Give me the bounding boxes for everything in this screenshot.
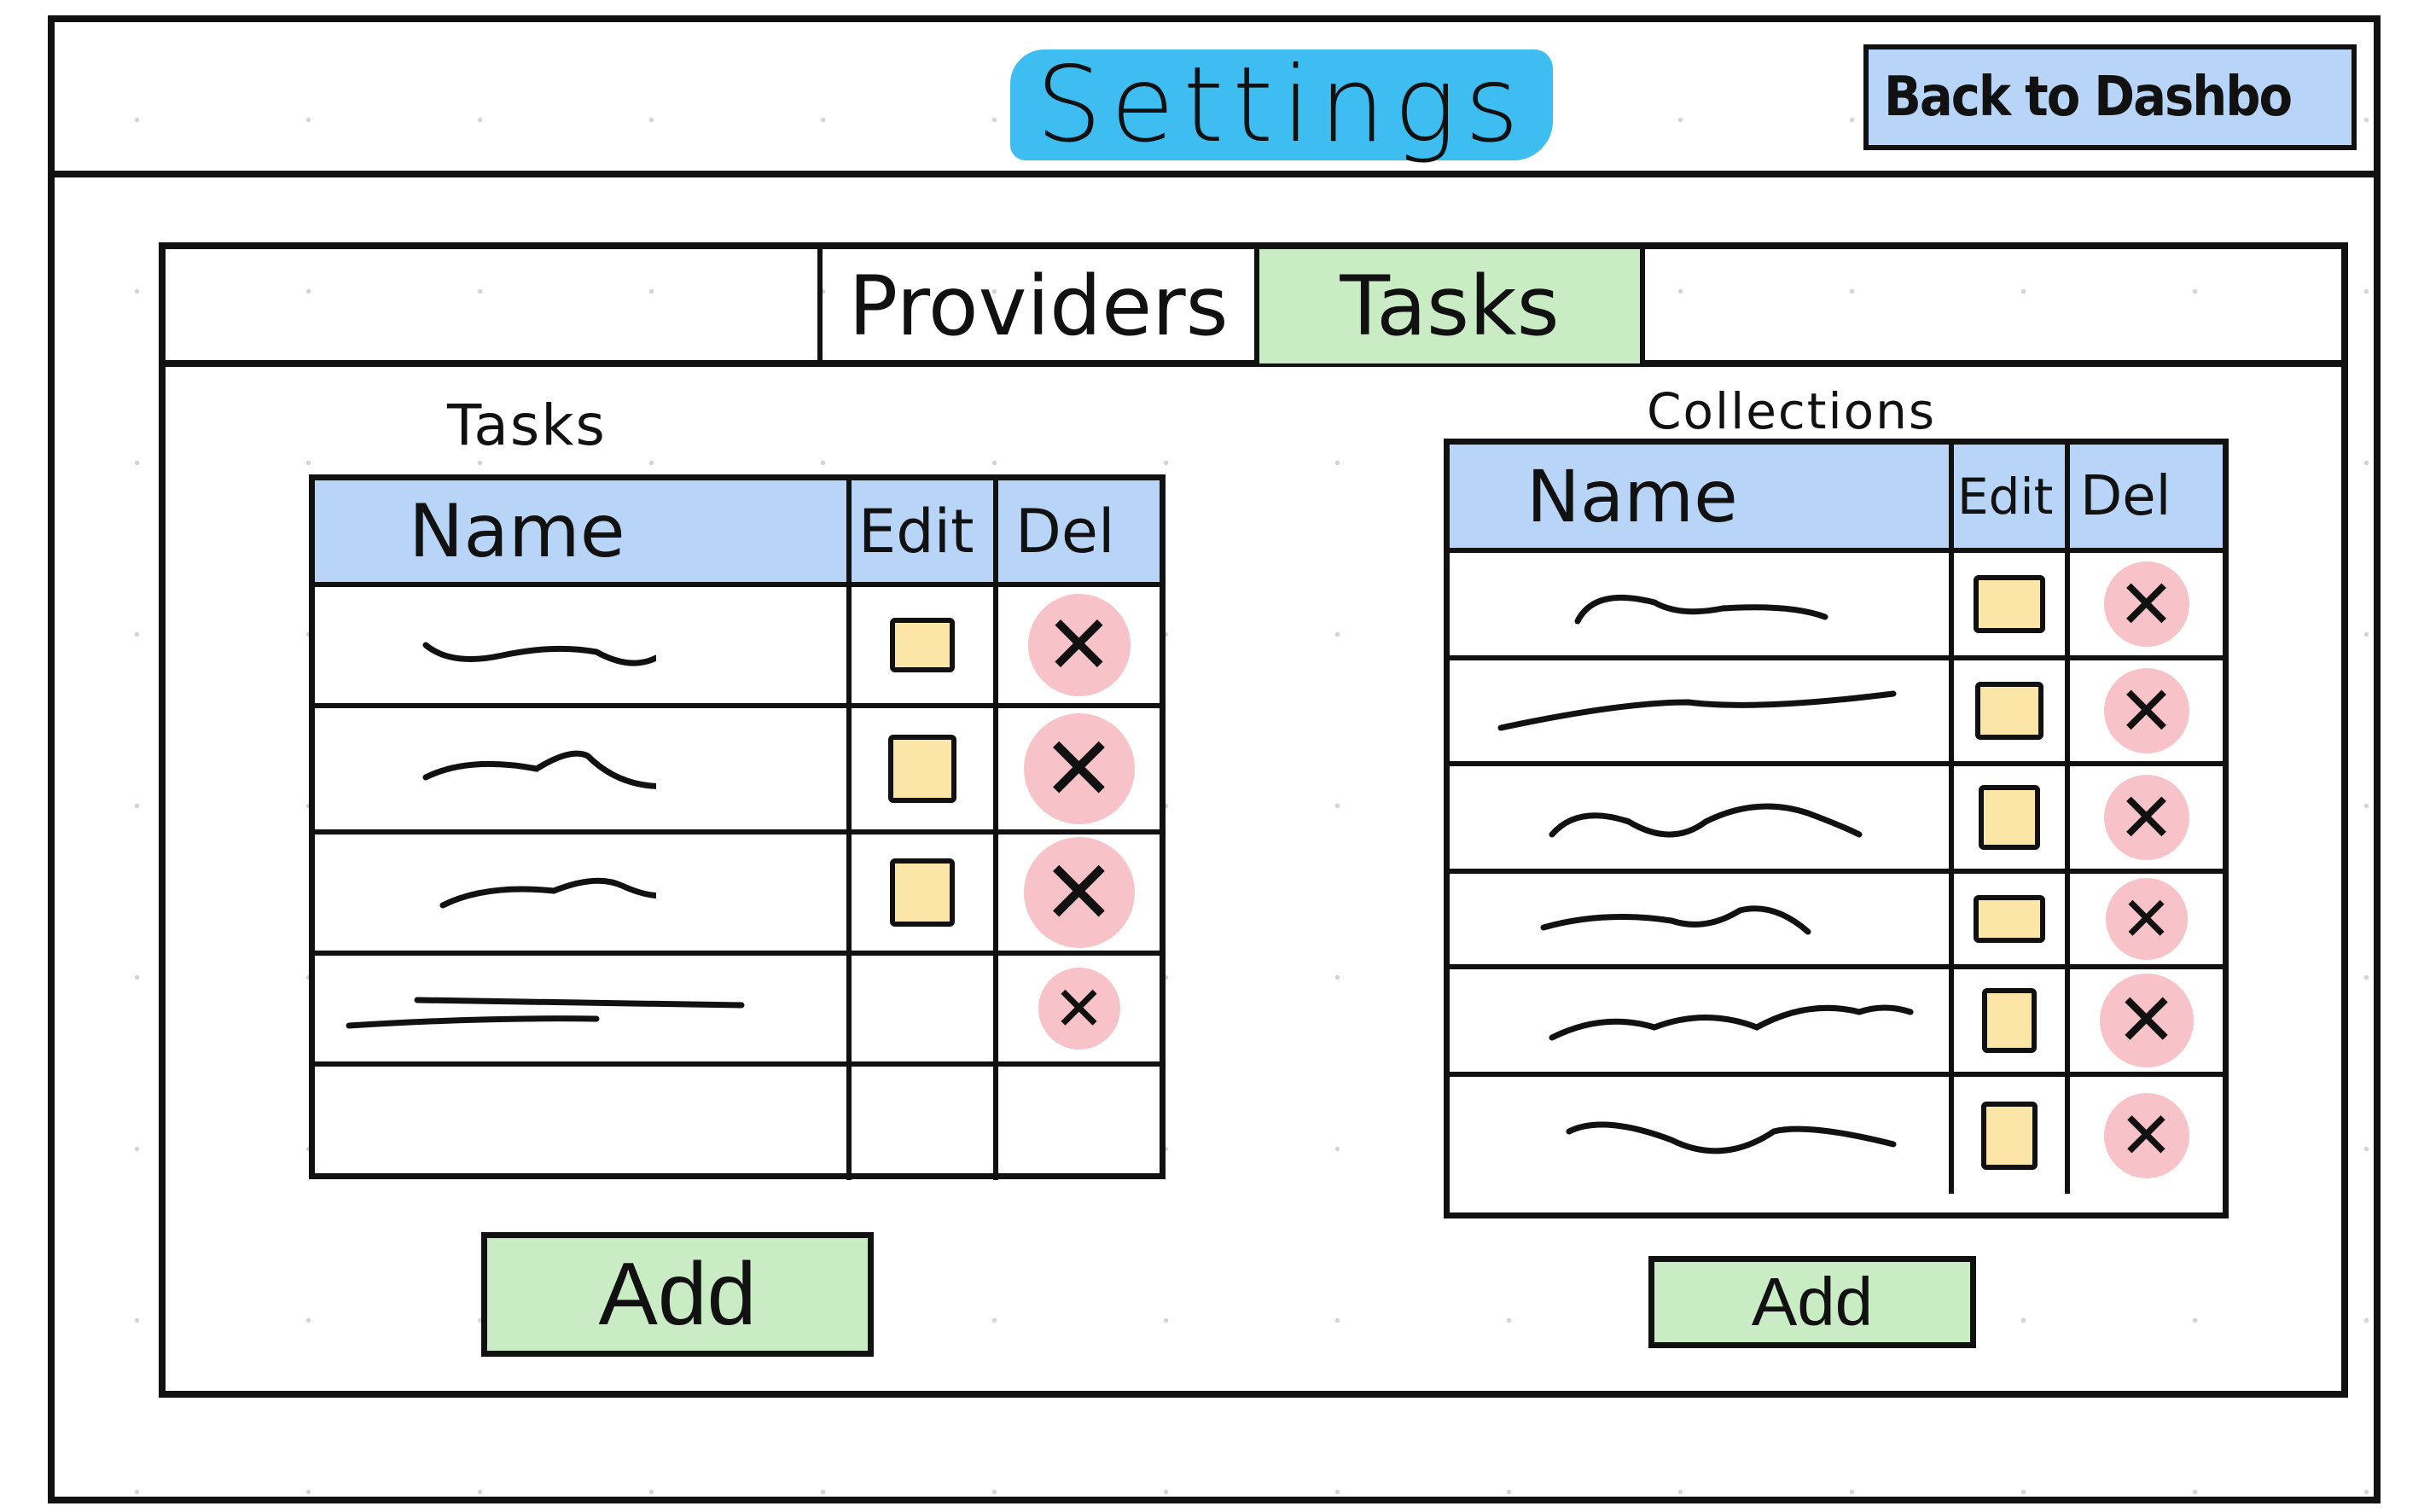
edit-square-icon[interactable] xyxy=(1974,895,2045,943)
x-icon[interactable]: ✕ xyxy=(2103,668,2189,753)
table-row: ✕ xyxy=(315,706,1160,835)
collection-name-placeholder xyxy=(1450,1074,1954,1194)
task-name-placeholder xyxy=(315,953,852,1067)
tasks-col-del: Del xyxy=(996,480,1160,587)
task-name-placeholder xyxy=(315,832,852,956)
tasks-col-edit: Edit xyxy=(849,480,998,587)
table-row: ✕ xyxy=(315,953,1160,1067)
page-title: Settings xyxy=(1010,49,1554,160)
edit-square-icon[interactable] xyxy=(1979,785,2040,850)
x-icon[interactable]: ✕ xyxy=(1038,968,1120,1050)
x-icon[interactable]: ✕ xyxy=(1027,594,1131,696)
x-icon[interactable]: ✕ xyxy=(2103,561,2189,647)
collection-name-placeholder xyxy=(1450,871,1954,969)
tasks-table: Name Edit Del ✕ ✕ xyxy=(309,474,1166,1180)
tab-bar: Providers Tasks xyxy=(166,249,2341,367)
task-name-placeholder xyxy=(315,584,852,708)
header-bar: Settings Back to Dashbo xyxy=(55,22,2374,177)
collections-col-edit: Edit xyxy=(1951,445,2070,553)
table-row: ✕ xyxy=(1450,967,2223,1077)
collections-table: Name Edit Del ✕ ✕ xyxy=(1444,439,2229,1218)
tab-providers[interactable]: Providers xyxy=(817,249,1259,363)
edit-square-icon[interactable] xyxy=(1974,575,2045,633)
x-icon[interactable]: ✕ xyxy=(2105,878,2188,960)
collection-name-placeholder xyxy=(1450,658,1954,766)
collection-name-placeholder xyxy=(1450,967,1954,1077)
edit-square-icon[interactable] xyxy=(890,858,955,927)
edit-square-icon[interactable] xyxy=(1975,682,2043,740)
collections-col-name: Name xyxy=(1450,445,1954,553)
table-row: ✕ xyxy=(1450,764,2223,874)
task-name-placeholder xyxy=(315,706,852,835)
x-icon[interactable]: ✕ xyxy=(2103,775,2189,860)
edit-square-icon[interactable] xyxy=(1981,1101,2038,1170)
x-icon[interactable]: ✕ xyxy=(2099,974,2194,1067)
tasks-section-label: Tasks xyxy=(447,393,607,458)
back-to-dashboard-button[interactable]: Back to Dashbo xyxy=(1863,44,2357,150)
tab-tasks[interactable]: Tasks xyxy=(1259,249,1645,363)
table-row: ✕ xyxy=(315,832,1160,956)
table-row: ✕ xyxy=(1450,658,2223,766)
collections-section-label: Collections xyxy=(1647,382,1937,440)
x-icon[interactable]: ✕ xyxy=(2103,1092,2189,1178)
add-task-button[interactable]: Add xyxy=(481,1232,874,1357)
edit-square-icon[interactable] xyxy=(1982,988,2037,1053)
table-row: ✕ xyxy=(1450,1074,2223,1194)
collection-name-placeholder xyxy=(1450,550,1954,660)
settings-panel: Providers Tasks Tasks Name Edit Del xyxy=(159,242,2348,1398)
edit-square-icon[interactable] xyxy=(890,618,955,672)
collection-name-placeholder xyxy=(1450,764,1954,874)
tasks-col-name: Name xyxy=(315,480,852,587)
table-row: ✕ xyxy=(1450,871,2223,969)
table-row xyxy=(315,1064,1160,1180)
app-window: Settings Back to Dashbo Providers Tasks … xyxy=(48,15,2381,1503)
add-collection-button[interactable]: Add xyxy=(1648,1256,1976,1348)
collections-col-del: Del xyxy=(2067,445,2223,553)
x-icon[interactable]: ✕ xyxy=(1023,837,1135,948)
table-row: ✕ xyxy=(315,584,1160,708)
table-row: ✕ xyxy=(1450,550,2223,660)
edit-square-icon[interactable] xyxy=(888,735,956,803)
x-icon[interactable]: ✕ xyxy=(1023,713,1135,824)
